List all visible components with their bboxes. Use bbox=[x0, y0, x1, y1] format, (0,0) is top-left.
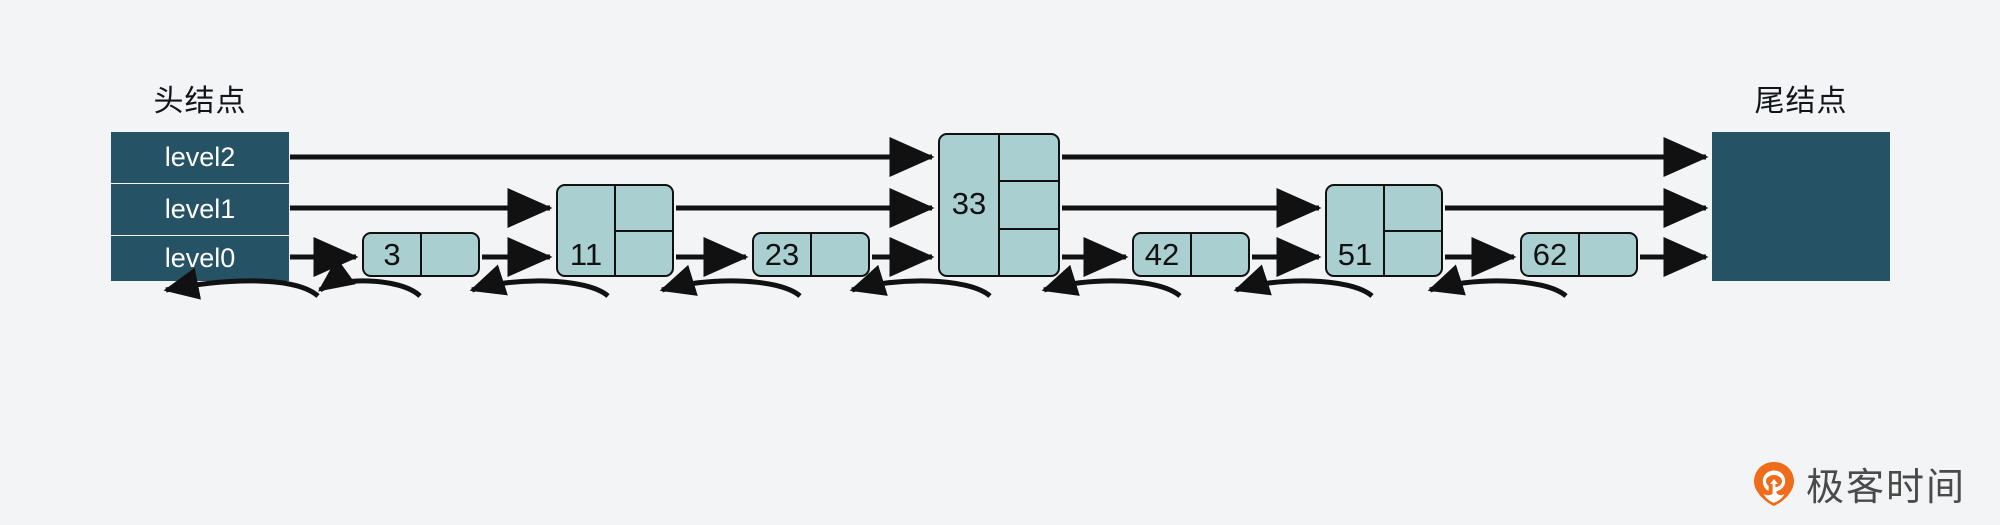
node-pointer-cell bbox=[1000, 135, 1058, 180]
node-pointers-33 bbox=[1000, 135, 1058, 275]
tail-node-label: 尾结点 bbox=[1754, 85, 1848, 118]
node-pointer-cell bbox=[1580, 234, 1636, 275]
node-pointers-62 bbox=[1580, 234, 1636, 275]
node-pointer-cell bbox=[1000, 227, 1058, 275]
node-pointer-cell bbox=[812, 234, 868, 275]
skiplist-node-51[interactable]: 51 bbox=[1325, 184, 1443, 277]
node-pointer-cell bbox=[616, 229, 672, 276]
node-key-62: 62 bbox=[1522, 234, 1580, 275]
skiplist-node-11[interactable]: 11 bbox=[556, 184, 674, 277]
node-key-42: 42 bbox=[1134, 234, 1192, 275]
head-node-level0[interactable]: level0 bbox=[111, 236, 289, 281]
node-pointer-cell bbox=[1385, 229, 1441, 276]
node-pointer-cell bbox=[1385, 186, 1441, 230]
head-node-label: 头结点 bbox=[153, 85, 247, 118]
node-pointers-11 bbox=[616, 186, 672, 275]
skiplist-node-3[interactable]: 3 bbox=[362, 232, 480, 277]
node-key-11: 11 bbox=[558, 186, 616, 275]
skiplist-node-42[interactable]: 42 bbox=[1132, 232, 1250, 277]
node-key-51: 51 bbox=[1327, 186, 1385, 275]
head-node-level2[interactable]: level2 bbox=[111, 132, 289, 183]
skiplist-node-62[interactable]: 62 bbox=[1520, 232, 1638, 277]
node-key-3: 3 bbox=[364, 234, 422, 275]
node-key-23: 23 bbox=[754, 234, 812, 275]
backward-arrows bbox=[163, 257, 1568, 300]
node-pointers-3 bbox=[422, 234, 478, 275]
geekbang-pin-icon bbox=[1752, 460, 1796, 508]
node-pointer-cell bbox=[1000, 180, 1058, 227]
node-pointers-51 bbox=[1385, 186, 1441, 275]
skiplist-node-33[interactable]: 33 bbox=[938, 133, 1060, 277]
node-pointer-cell bbox=[616, 186, 672, 230]
head-node-level1[interactable]: level1 bbox=[111, 184, 289, 235]
node-pointer-cell bbox=[1192, 234, 1248, 275]
node-pointer-cell bbox=[422, 234, 478, 275]
skiplist-node-23[interactable]: 23 bbox=[752, 232, 870, 277]
node-pointers-42 bbox=[1192, 234, 1248, 275]
node-pointers-23 bbox=[812, 234, 868, 275]
tail-node-box[interactable] bbox=[1712, 132, 1890, 281]
geekbang-logo-text: 极客时间 bbox=[1806, 467, 1967, 509]
geekbang-logo: 极客时间 bbox=[1752, 456, 1966, 511]
node-key-33: 33 bbox=[940, 135, 1000, 275]
